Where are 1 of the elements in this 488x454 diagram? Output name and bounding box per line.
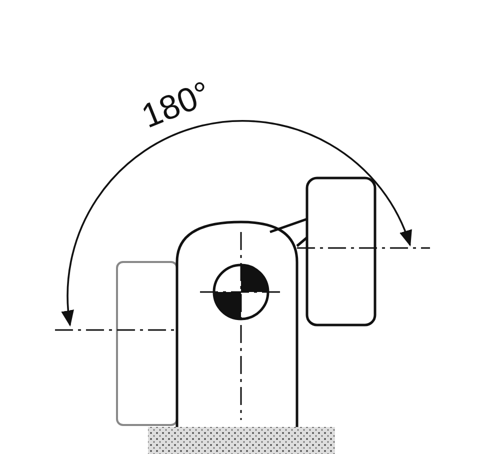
angle-label: 180° — [137, 76, 216, 134]
